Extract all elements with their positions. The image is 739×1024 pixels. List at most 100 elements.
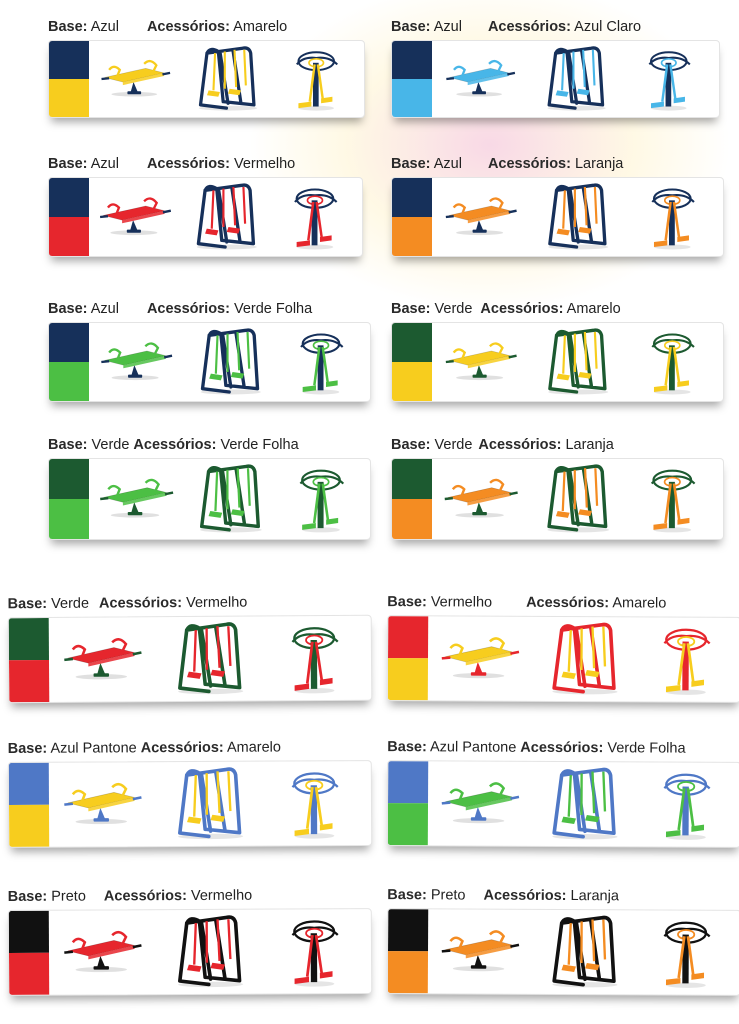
swing-image (539, 327, 617, 397)
swing-image (193, 327, 269, 397)
swing-image (543, 914, 628, 990)
swing-equipment-icon (178, 769, 244, 839)
accessories-color-swatch (9, 660, 49, 702)
base-label: Base: (391, 19, 431, 35)
accessories-color-swatch (388, 658, 428, 700)
equipment-card (387, 908, 739, 996)
accessories-color-swatch (9, 805, 49, 847)
equipment-card (387, 615, 739, 703)
orbital-image (285, 463, 357, 535)
accessories-color-name: Verde Folha (603, 740, 685, 756)
equipment-card (391, 177, 724, 257)
equipment-card (391, 322, 724, 402)
accessories-label: Acessórios: (478, 437, 561, 453)
orbital-equipment-icon (297, 52, 337, 110)
swing-equipment-icon (549, 185, 609, 250)
base-color-name: Azul (431, 19, 462, 35)
base-color-name: Azul (431, 156, 462, 172)
base-label: Base: (387, 887, 427, 903)
equipment-card (391, 40, 720, 118)
base-color-swatch (388, 909, 428, 951)
seesaw-image (434, 915, 529, 987)
orbital-image (645, 766, 725, 842)
swing-equipment-icon (547, 48, 605, 111)
swing-equipment-icon (552, 917, 618, 987)
swing-equipment-icon (552, 769, 618, 839)
base-color-name: Preto (427, 887, 466, 903)
equipment-card (391, 458, 724, 540)
accessories-color-swatch (49, 217, 89, 256)
orbital-equipment-icon (652, 335, 694, 395)
accessories-color-name: Vermelho (182, 595, 247, 611)
orbital-equipment-icon (650, 52, 690, 110)
base-color-name: Azul (88, 301, 119, 317)
accessories-label: Acessórios: (147, 156, 230, 172)
seesaw-image (438, 184, 526, 250)
base-color-swatch (388, 616, 428, 658)
swing-image (167, 766, 254, 842)
base-label: Base: (48, 156, 88, 172)
accessories-label: Acessórios: (488, 19, 571, 35)
orbital-equipment-icon (652, 471, 695, 533)
base-color-swatch (392, 41, 432, 79)
equipment-card (8, 908, 372, 996)
accessories-color-name: Laranja (571, 156, 623, 172)
base-color-swatch (49, 41, 89, 79)
seesaw-equipment-icon (442, 931, 519, 971)
accessories-color-swatch (392, 217, 432, 256)
seesaw-equipment-icon (100, 480, 173, 518)
orbital-image (645, 914, 725, 990)
base-label: Base: (48, 437, 88, 453)
orbital-equipment-icon (293, 921, 339, 986)
seesaw-image (438, 465, 526, 533)
orbital-image (285, 327, 357, 397)
accessories-label: Acessórios: (483, 888, 566, 904)
seesaw-equipment-icon (445, 480, 518, 518)
base-color-name: Azul (88, 156, 119, 172)
seesaw-equipment-icon (446, 198, 517, 235)
orbital-image (635, 327, 710, 397)
swing-image (543, 621, 628, 697)
accessories-label: Acessórios: (133, 437, 216, 453)
orbital-image (273, 620, 356, 697)
base-label: Base: (391, 301, 431, 317)
seesaw-equipment-icon (446, 343, 517, 380)
accessories-color-name: Amarelo (563, 301, 620, 317)
accessories-label: Acessórios: (520, 740, 603, 756)
accessories-label: Acessórios: (526, 595, 609, 611)
accessories-label: Acessórios: (141, 740, 224, 756)
accessories-color-name: Vermelho (187, 888, 252, 904)
seesaw-image (438, 329, 526, 395)
seesaw-image (55, 623, 153, 696)
orbital-equipment-icon (293, 773, 339, 838)
base-color-swatch (392, 459, 432, 499)
swing-equipment-icon (552, 624, 618, 694)
base-color-name: Verde (431, 437, 473, 453)
orbital-image (281, 45, 351, 113)
seesaw-image (55, 768, 153, 841)
base-color-swatch (9, 911, 49, 953)
orbital-image (632, 45, 706, 113)
equipment-card (8, 760, 372, 848)
equipment-card (48, 177, 363, 257)
accessories-label: Acessórios: (147, 301, 230, 317)
base-color-swatch (392, 178, 432, 217)
base-label: Base: (8, 596, 48, 612)
swing-equipment-icon (197, 185, 257, 250)
swing-equipment-icon (198, 48, 256, 111)
equipment-card (48, 322, 371, 402)
base-color-swatch (49, 178, 89, 217)
accessories-color-name: Verde Folha (230, 301, 312, 317)
